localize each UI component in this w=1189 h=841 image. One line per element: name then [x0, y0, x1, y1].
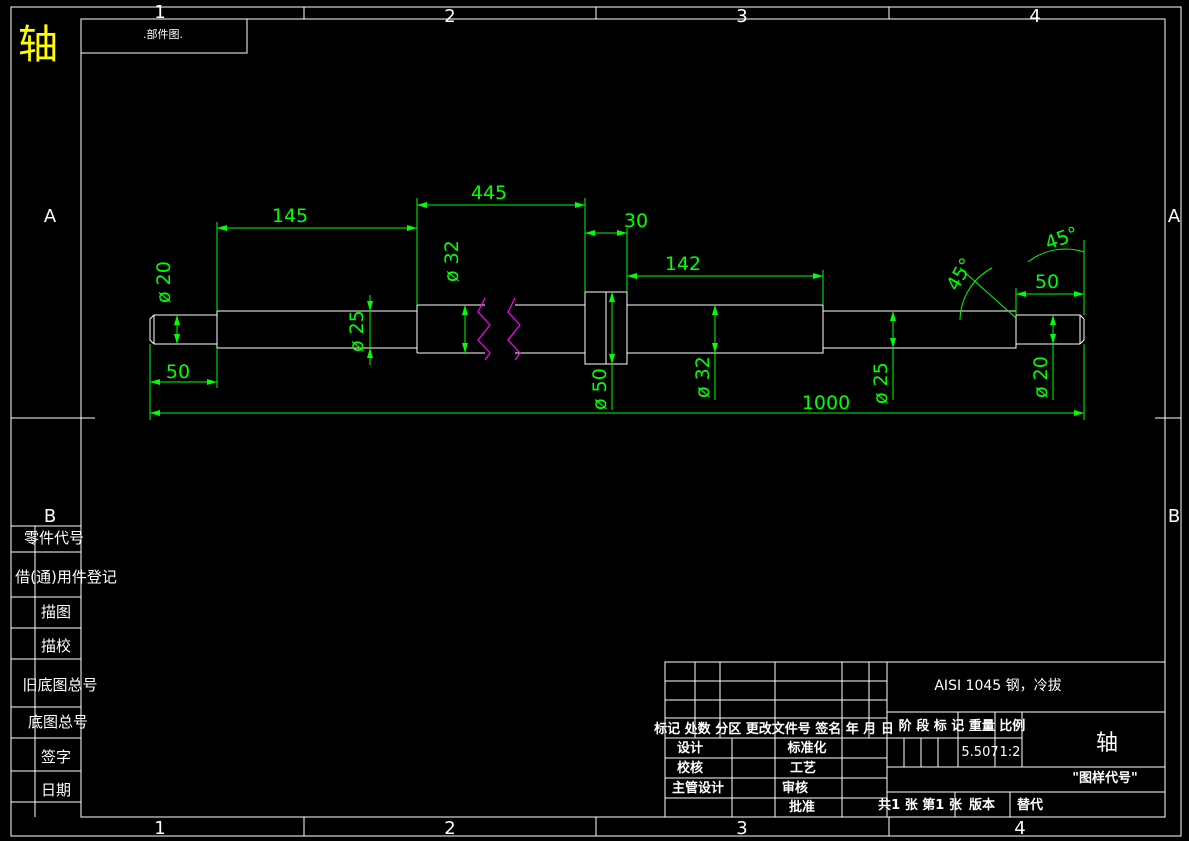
left-col-date: 日期	[41, 781, 71, 799]
left-col-old-base-no: 旧底图总号	[22, 676, 97, 694]
title-block-grid	[664, 661, 1166, 818]
corner-box-text: .部件图.	[143, 27, 183, 41]
zone-ticks	[11, 7, 1181, 836]
dim-dia32-bottom: ø 32	[692, 356, 714, 398]
standardize-label: 标准化	[786, 740, 826, 756]
zone-row-a-left: A	[44, 206, 57, 227]
sheet-count: 共1 张 第1 张	[878, 797, 963, 813]
corner-box	[80, 18, 248, 54]
zone-row-a-right: A	[1168, 206, 1181, 227]
left-col-trace: 描图	[41, 603, 71, 621]
dim-50-left: 50	[166, 361, 190, 383]
process-label: 工艺	[790, 760, 816, 776]
zone-col-1-bottom: 1	[154, 818, 165, 839]
dim-445: 445	[471, 182, 507, 204]
dimension-arrows	[150, 202, 1084, 416]
zone-col-3-top: 3	[736, 6, 747, 27]
break-lines	[477, 297, 521, 361]
dimension-lines	[149, 198, 1085, 420]
part-name: 轴	[1096, 731, 1118, 756]
inner-frame	[80, 18, 1166, 818]
left-col-base-no: 底图总号	[28, 713, 88, 731]
zone-col-4-top: 4	[1029, 6, 1040, 27]
zone-col-2-top: 2	[444, 6, 455, 27]
stage-header: 阶 段 标 记 重量 比例	[899, 718, 1026, 734]
zone-col-1-top: 1	[154, 2, 165, 23]
left-col-trace-check: 描校	[41, 637, 71, 655]
zone-col-3-bottom: 3	[736, 818, 747, 839]
zone-col-4-bottom: 4	[1014, 818, 1025, 839]
left-col-part-code: 零件代号	[24, 529, 84, 547]
dim-145: 145	[272, 205, 308, 227]
left-col-signature: 签字	[41, 748, 71, 766]
chief-design-label: 主管设计	[672, 780, 724, 796]
left-column-grid	[11, 525, 81, 817]
replace-label: 替代	[1017, 797, 1043, 813]
revision-header: 标记 处数 分区 更改文件号 签名 年 月 日	[653, 721, 894, 737]
zone-col-2-bottom: 2	[444, 818, 455, 839]
weight-value: 5.507	[961, 745, 998, 760]
dim-dia25-left: ø 25	[346, 310, 368, 352]
dim-angle-1: 45°	[942, 254, 978, 294]
dim-dia20-left: ø 20	[153, 261, 175, 303]
dim-142: 142	[665, 253, 701, 275]
shaft-outline	[149, 291, 1085, 365]
dim-dia25-right: ø 25	[870, 362, 892, 404]
zone-row-b-right: B	[1168, 506, 1180, 527]
left-col-borrowed: 借(通)用件登记	[15, 568, 117, 586]
material-label: AISI 1045 钢，冷拔	[934, 678, 1061, 694]
zone-row-b-left: B	[44, 506, 56, 527]
dim-dia50: ø 50	[589, 368, 611, 410]
approve-label: 批准	[789, 799, 815, 815]
dim-dia20-right: ø 20	[1030, 356, 1052, 398]
check-label: 校核	[677, 760, 703, 776]
dim-dia32-top: ø 32	[441, 240, 463, 282]
drawing-title: 轴	[18, 22, 58, 68]
dim-1000: 1000	[802, 392, 850, 414]
dim-50-right: 50	[1035, 271, 1059, 293]
drawing-code: "图样代号"	[1072, 770, 1138, 786]
review-label: 审核	[782, 780, 808, 796]
version-label: 版本	[969, 797, 995, 813]
design-label: 设计	[677, 740, 703, 756]
scale-value: 1:2	[1000, 745, 1021, 760]
dim-30: 30	[624, 210, 648, 232]
